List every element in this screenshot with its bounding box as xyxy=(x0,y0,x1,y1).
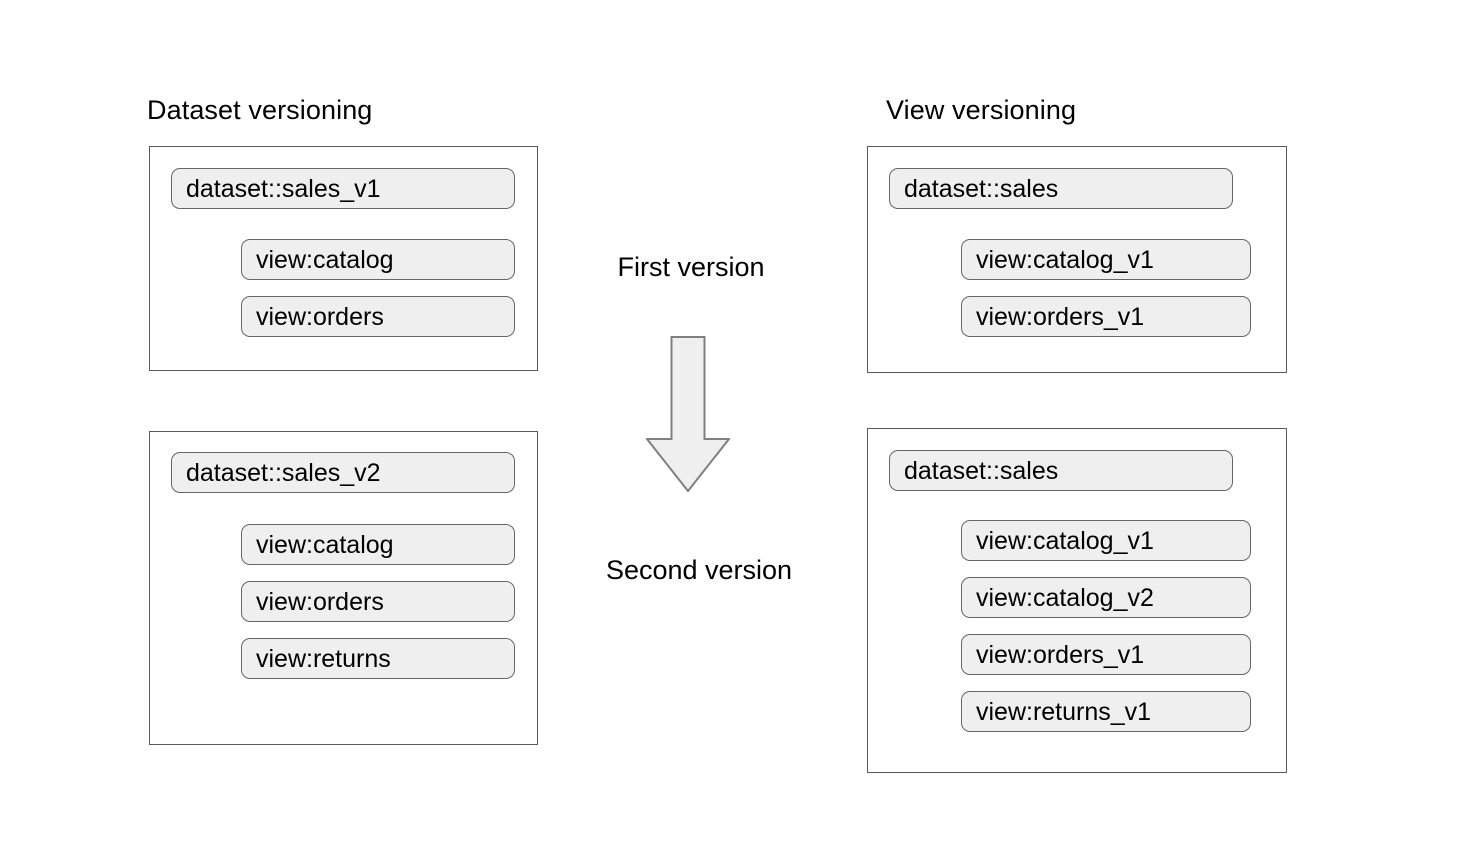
stage-label-first-version: First version xyxy=(617,252,765,282)
view-node-label: view:orders_v1 xyxy=(976,641,1145,669)
dataset-node-label: dataset::sales_v2 xyxy=(186,459,381,487)
view-node-label: view:orders xyxy=(256,303,384,331)
view-node-label: view:orders xyxy=(256,588,384,616)
view-node-label: view:returns xyxy=(256,645,391,673)
view-node-label: view:catalog_v1 xyxy=(976,246,1154,274)
view-node[interactable]: view:orders xyxy=(241,296,515,337)
stage-label-second-version: Second version xyxy=(605,555,793,585)
dataset-node-label: dataset::sales_v1 xyxy=(186,175,381,203)
view-node[interactable]: view:catalog xyxy=(241,239,515,280)
column-heading-dataset-versioning: Dataset versioning xyxy=(147,95,373,125)
dataset-node[interactable]: dataset::sales xyxy=(889,450,1233,491)
view-node-label: view:catalog_v2 xyxy=(976,584,1154,612)
dataset-node[interactable]: dataset::sales_v2 xyxy=(171,452,515,493)
dataset-node[interactable]: dataset::sales_v1 xyxy=(171,168,515,209)
dataset-node[interactable]: dataset::sales xyxy=(889,168,1233,209)
view-node-label: view:catalog_v1 xyxy=(976,527,1154,555)
view-node[interactable]: view:catalog_v1 xyxy=(961,239,1251,280)
view-node-label: view:catalog xyxy=(256,246,394,274)
view-node[interactable]: view:catalog xyxy=(241,524,515,565)
view-node-label: view:returns_v1 xyxy=(976,698,1152,726)
dataset-node-label: dataset::sales xyxy=(904,457,1059,485)
group-dataset-versioning-second-version: dataset::sales_v2 view:catalog view:orde… xyxy=(149,431,538,745)
column-heading-view-versioning: View versioning xyxy=(886,95,1077,125)
view-node[interactable]: view:returns xyxy=(241,638,515,679)
group-dataset-versioning-first-version: dataset::sales_v1 view:catalog view:orde… xyxy=(149,146,538,371)
dataset-node-label: dataset::sales xyxy=(904,175,1059,203)
view-node[interactable]: view:orders xyxy=(241,581,515,622)
down-arrow-icon xyxy=(646,336,730,492)
view-node-label: view:catalog xyxy=(256,531,394,559)
view-node[interactable]: view:returns_v1 xyxy=(961,691,1251,732)
view-node-label: view:orders_v1 xyxy=(976,303,1145,331)
group-view-versioning-second-version: dataset::sales view:catalog_v1 view:cata… xyxy=(867,428,1287,773)
view-node[interactable]: view:catalog_v1 xyxy=(961,520,1251,561)
view-node[interactable]: view:orders_v1 xyxy=(961,296,1251,337)
view-node[interactable]: view:catalog_v2 xyxy=(961,577,1251,618)
group-view-versioning-first-version: dataset::sales view:catalog_v1 view:orde… xyxy=(867,146,1287,373)
view-node[interactable]: view:orders_v1 xyxy=(961,634,1251,675)
